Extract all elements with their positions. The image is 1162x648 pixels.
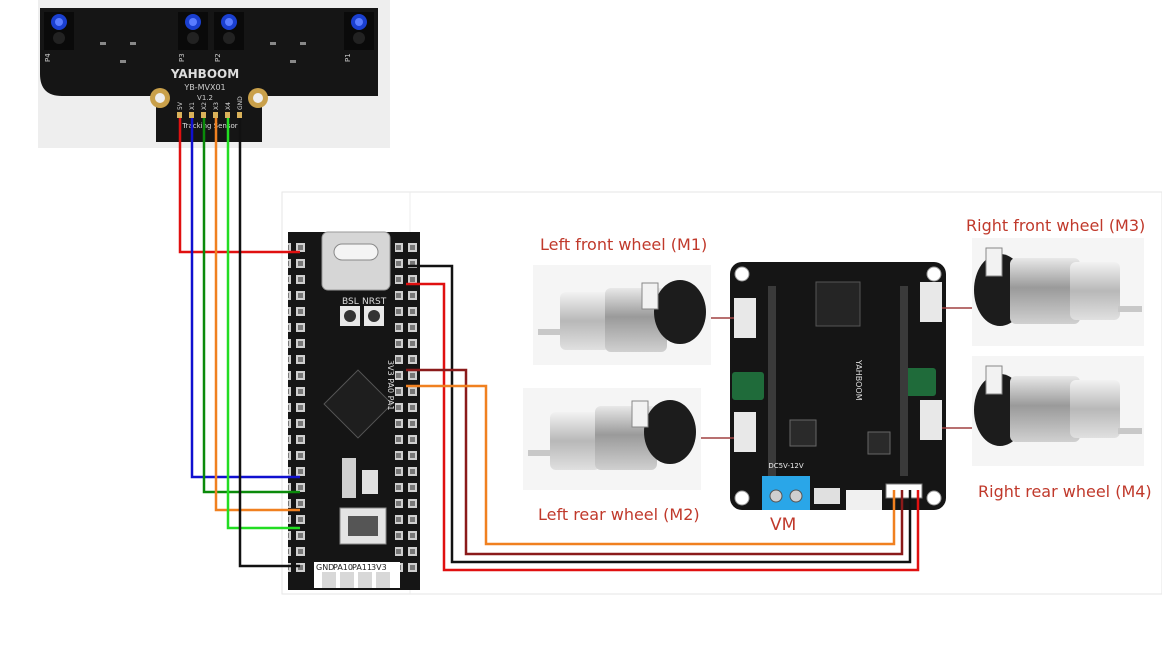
sensor-probe-labels: P4 P3 P2 P1 xyxy=(44,53,352,62)
wire-driver-rx xyxy=(406,368,904,556)
tracking-sensor-board xyxy=(40,8,378,142)
wire-x4 xyxy=(226,118,300,530)
motor-cables xyxy=(701,307,972,439)
label-m1: Left front wheel (M1) xyxy=(540,235,708,254)
wire-x3 xyxy=(214,118,300,512)
driver-power-label: DC5V-12V xyxy=(768,462,804,470)
wire-5v xyxy=(178,118,300,254)
sensor-wires xyxy=(178,118,300,568)
wire-driver-5v xyxy=(406,282,920,572)
motor-driver-board xyxy=(730,262,946,510)
mcu-bottom-pin-label: PA10 xyxy=(333,563,353,572)
sensor-pin-label: X4 xyxy=(225,102,232,110)
motor-m4 xyxy=(972,356,1144,466)
mcu-bottom-pin-label: PA11 xyxy=(352,563,372,572)
mcu-bottom-pin-label: GND xyxy=(316,563,334,572)
wire-x2 xyxy=(202,118,300,494)
mcu-bottom-pin-label: 3V3 xyxy=(371,563,387,572)
motor-m1 xyxy=(533,265,711,365)
wire-gnd xyxy=(238,118,300,568)
sensor-probe-label: P2 xyxy=(214,53,222,62)
wire-x1 xyxy=(190,118,300,479)
sensor-pin-labels: 5V X1 X2 X3 X4 GND xyxy=(177,96,244,110)
sensor-version-text: V1.2 xyxy=(197,94,213,102)
wire-driver-tx xyxy=(406,384,896,546)
label-vm: VM xyxy=(770,515,797,535)
sensor-pin-label: X2 xyxy=(201,102,208,110)
sensor-probe-label: P1 xyxy=(344,53,352,62)
label-m2: Left rear wheel (M2) xyxy=(538,505,700,524)
wire-driver-gnd xyxy=(406,264,912,564)
motor-m3 xyxy=(972,238,1144,346)
sensor-pin-label: 5V xyxy=(177,101,184,110)
sensor-pin-label: X3 xyxy=(213,102,220,110)
sensor-caption-text: Tracking Sensor xyxy=(181,122,237,130)
motor-m2 xyxy=(523,388,701,490)
sensor-brand-text: YAHBOOM xyxy=(170,67,239,81)
bsl-label: BSL xyxy=(342,297,359,307)
driver-wires xyxy=(406,264,920,572)
mcu-side-label: 3V3 PA0 PA1 xyxy=(386,360,395,411)
nrst-label: NRST xyxy=(362,297,387,307)
mcu-board xyxy=(288,231,420,590)
sensor-probe-label: P4 xyxy=(44,53,52,62)
sensor-model-text: YB-MVX01 xyxy=(183,83,225,92)
driver-brand-text: YAHBOOM xyxy=(854,359,863,401)
sensor-probe-label: P3 xyxy=(178,53,186,62)
sensor-header-pins xyxy=(177,112,242,118)
sensor-pin-label: GND xyxy=(237,96,244,110)
label-m3: Right front wheel (M3) xyxy=(966,216,1146,235)
label-m4: Right rear wheel (M4) xyxy=(978,482,1152,501)
sensor-pin-label: X1 xyxy=(189,102,196,110)
